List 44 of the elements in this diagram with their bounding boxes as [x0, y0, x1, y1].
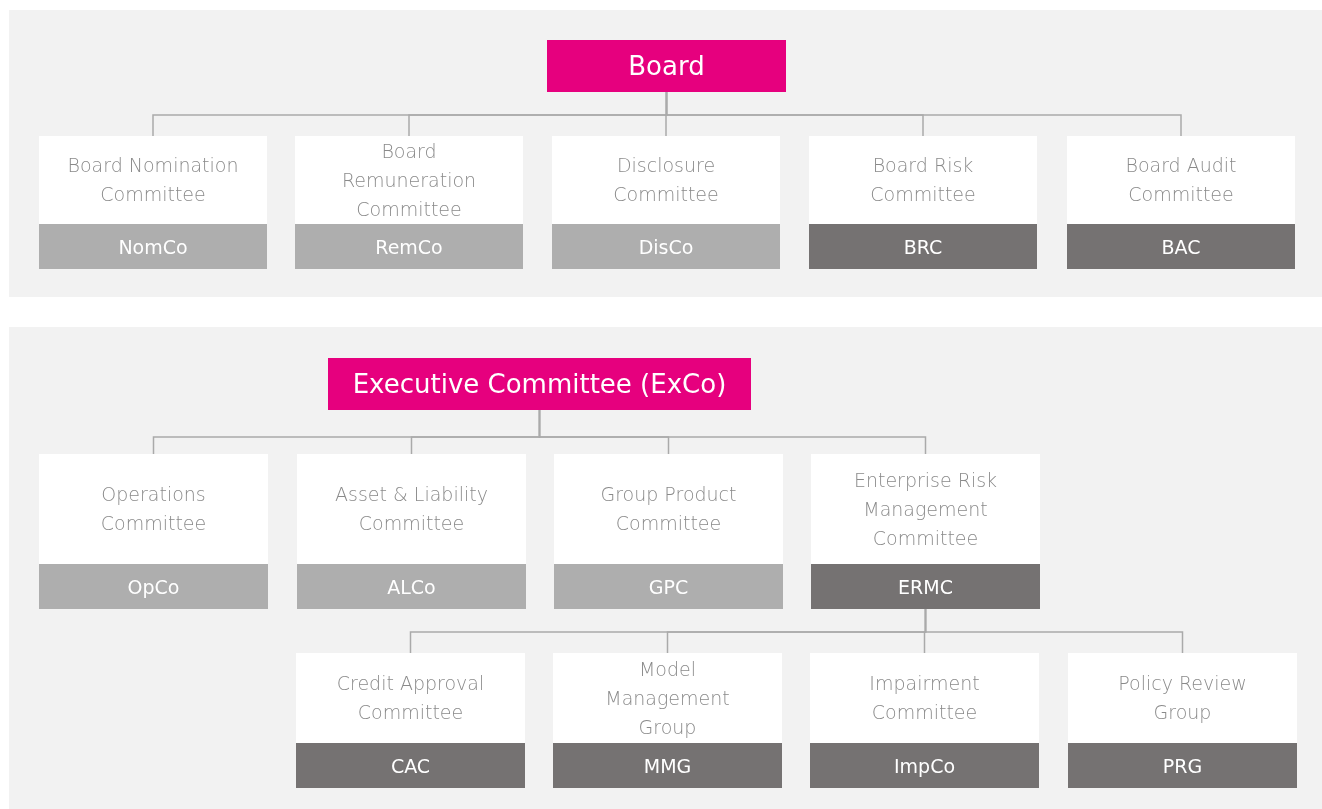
abbreviation-label: BRC [809, 224, 1037, 269]
committee-name: Board Audit Committee [1124, 153, 1238, 207]
committee-card [811, 454, 1040, 609]
committee-name: Credit Approval Committee [335, 671, 486, 725]
committee-title-box: Executive Committee (ExCo) [328, 358, 751, 410]
abbreviation-label: MMG [553, 743, 782, 788]
abbreviation-label: OpCo [39, 564, 268, 609]
abbreviation-label: ERMC [811, 564, 1040, 609]
committee-name: Disclosure Committee [612, 153, 720, 207]
abbreviation-label: PRG [1068, 743, 1297, 788]
committee-card [810, 653, 1039, 788]
abbreviation-label: ALCo [297, 564, 526, 609]
abbreviation-label: BAC [1067, 224, 1295, 269]
committee-card [809, 136, 1037, 269]
connector-line [924, 608, 1184, 654]
committee-name: Operations Committee [99, 482, 208, 536]
abbreviation-label: GPC [554, 564, 783, 609]
committee-card [553, 653, 782, 788]
committee-card [552, 136, 780, 269]
committee-card [1068, 653, 1297, 788]
abbreviation-label: RemCo [295, 224, 523, 269]
abbreviation-label: NomCo [39, 224, 267, 269]
committee-card [1067, 136, 1295, 269]
committee-card [554, 454, 783, 609]
committee-name: Policy Review Group [1117, 671, 1248, 725]
connector-line [665, 91, 1182, 137]
committee-name: Model Management Group [604, 656, 731, 740]
committee-name: Board Nomination Committee [66, 153, 240, 207]
committee-name: Group Product Committee [599, 482, 738, 536]
connector-line [538, 409, 927, 455]
abbreviation-label: CAC [296, 743, 525, 788]
committee-card [297, 454, 526, 609]
committee-card [39, 454, 268, 609]
committee-title-box: Board [547, 40, 786, 92]
committee-name: Board Remuneration Committee [340, 138, 478, 222]
committee-name: Asset & Liability Committee [334, 482, 489, 536]
abbreviation-label: ImpCo [810, 743, 1039, 788]
abbreviation-label: DisCo [552, 224, 780, 269]
committee-card [39, 136, 267, 269]
committee-card [296, 653, 525, 788]
committee-name: Enterprise Risk Management Committee [852, 467, 999, 551]
committee-name: Impairment Committee [868, 671, 981, 725]
committee-name: Board Risk Committee [869, 153, 977, 207]
committee-card [295, 136, 523, 269]
